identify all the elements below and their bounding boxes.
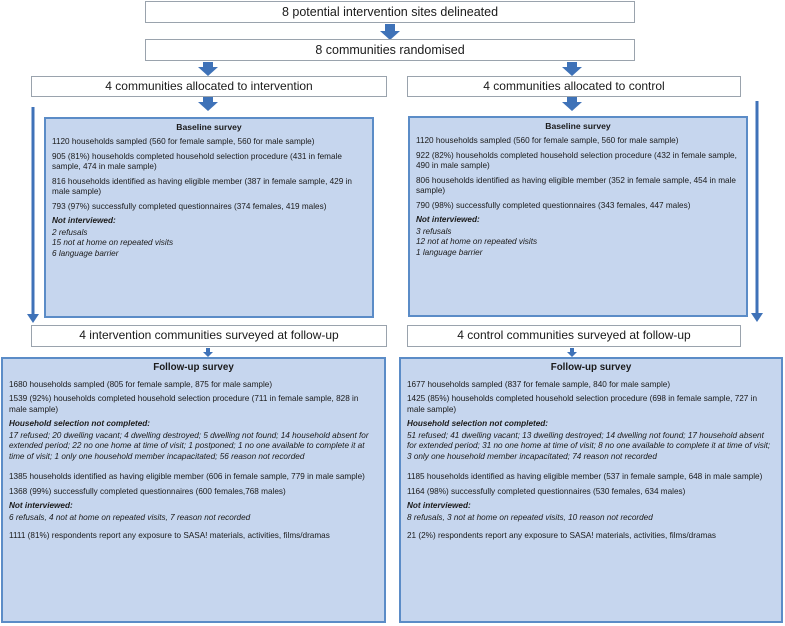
household-selection-not-completed-heading: Household selection not completed:	[9, 419, 151, 429]
intervention-followup-label-box: 4 intervention communities surveyed at f…	[31, 325, 387, 347]
not-interviewed-heading: Not interviewed:	[416, 215, 480, 224]
household-selection-not-completed-detail: 17 refused; 20 dwelling vacant; 4 dwelli…	[9, 430, 369, 461]
selection-completed: 1425 (85%) households completed househol…	[407, 394, 758, 414]
eligible-households: 816 households identified as having elig…	[52, 176, 352, 197]
panel-title: Follow-up survey	[153, 362, 234, 373]
not-interviewed-heading: Not interviewed:	[52, 216, 116, 225]
questionnaires-completed: 1164 (98%) successfully completed questi…	[407, 486, 686, 496]
arrow-down	[198, 97, 218, 111]
intervention-allocation-text: 4 communities allocated to intervention	[105, 78, 313, 93]
side-arrow-head	[751, 313, 763, 322]
communities-randomised-text: 8 communities randomised	[315, 42, 465, 57]
not-interviewed-heading: Not interviewed:	[407, 501, 471, 511]
exposure-report: 1111 (81%) respondents report any exposu…	[9, 531, 330, 541]
households-sampled: 1120 households sampled (560 for female …	[52, 137, 315, 146]
eligible-households: 1385 households identified as having eli…	[9, 472, 365, 482]
not-interviewed-item: 3 refusals	[416, 226, 452, 236]
selection-completed: 922 (82%) households completed household…	[416, 150, 737, 171]
not-interviewed-item: 1 language barrier	[416, 247, 483, 257]
households-sampled: 1680 households sampled (805 for female …	[9, 379, 273, 389]
not-interviewed-item: 6 language barrier	[52, 248, 119, 258]
intervention-followup-panel: Follow-up survey 1680 households sampled…	[1, 357, 386, 623]
selection-completed: 905 (81%) households completed household…	[52, 151, 342, 172]
questionnaires-completed: 793 (97%) successfully completed questio…	[52, 201, 327, 211]
arrow-down	[380, 24, 400, 40]
households-sampled: 1677 households sampled (837 for female …	[407, 379, 671, 389]
arrow-down	[562, 97, 582, 111]
sites-delineated-box: 8 potential intervention sites delineate…	[145, 1, 635, 23]
not-interviewed-item: 12 not at home on repeated visits	[416, 237, 538, 246]
not-interviewed-detail: 6 refusals, 4 not at home on repeated vi…	[9, 512, 251, 522]
control-allocation-box: 4 communities allocated to control	[407, 76, 741, 97]
communities-randomised-box: 8 communities randomised	[145, 39, 635, 61]
control-followup-panel: Follow-up survey 1677 households sampled…	[399, 357, 783, 623]
control-followup-label-box: 4 control communities surveyed at follow…	[407, 325, 741, 347]
questionnaires-completed: 1368 (99%) successfully completed questi…	[9, 486, 286, 496]
household-selection-not-completed-detail: 51 refused; 41 dwelling vacant; 13 dwell…	[407, 430, 771, 461]
arrow-down	[203, 348, 213, 357]
not-interviewed-item: 2 refusals	[52, 227, 88, 237]
intervention-baseline-panel: Baseline survey 1120 households sampled …	[44, 117, 374, 318]
questionnaires-completed: 790 (98%) successfully completed questio…	[416, 200, 691, 210]
selection-completed: 1539 (92%) households completed househol…	[9, 394, 359, 414]
not-interviewed-heading: Not interviewed:	[9, 501, 73, 511]
control-baseline-panel: Baseline survey 1120 households sampled …	[408, 116, 748, 317]
intervention-allocation-box: 4 communities allocated to intervention	[31, 76, 387, 97]
arrow-down	[562, 62, 582, 76]
panel-title: Follow-up survey	[550, 362, 632, 373]
side-arrow-head	[27, 314, 39, 323]
control-allocation-text: 4 communities allocated to control	[483, 78, 665, 93]
exposure-report: 21 (2%) respondents report any exposure …	[407, 531, 716, 541]
sites-delineated-text: 8 potential intervention sites delineate…	[281, 4, 499, 19]
panel-title: Baseline survey	[176, 122, 242, 132]
intervention-followup-label: 4 intervention communities surveyed at f…	[79, 328, 339, 343]
household-selection-not-completed-heading: Household selection not completed:	[407, 419, 549, 429]
not-interviewed-item: 15 not at home on repeated visits	[52, 238, 174, 247]
eligible-households: 806 households identified as having elig…	[416, 175, 736, 196]
not-interviewed-detail: 8 refusals, 3 not at home on repeated vi…	[407, 512, 653, 522]
arrow-down	[567, 348, 577, 357]
eligible-households: 1185 households identified as having eli…	[407, 472, 763, 482]
households-sampled: 1120 households sampled (560 for female …	[416, 136, 679, 145]
arrow-down	[198, 62, 218, 76]
panel-title: Baseline survey	[545, 121, 611, 131]
control-followup-label: 4 control communities surveyed at follow…	[457, 328, 691, 343]
